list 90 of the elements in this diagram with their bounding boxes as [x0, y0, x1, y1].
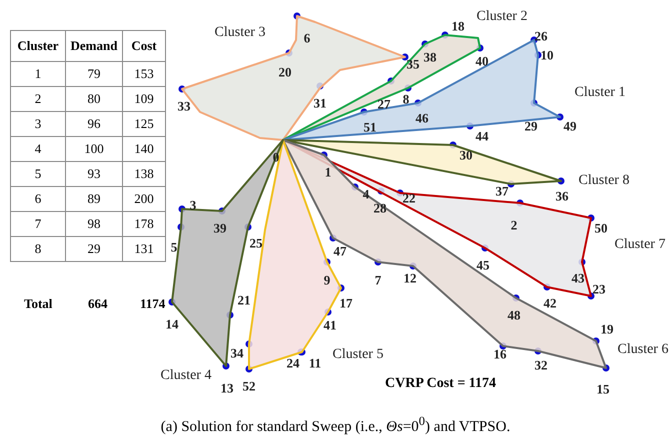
- total-value: 1174: [140, 296, 166, 312]
- customer-number: 14: [166, 318, 178, 330]
- customer-number: 52: [242, 380, 256, 392]
- table-cell: 2: [10, 86, 66, 112]
- customer-number: 6: [304, 32, 310, 44]
- table-cell: 138: [122, 162, 166, 186]
- table-cell: 109: [122, 86, 166, 112]
- cluster-label: Cluster 6: [618, 342, 668, 358]
- customer-number: 42: [544, 296, 556, 310]
- customer-number: 2: [510, 218, 518, 232]
- cluster-label: Cluster 5: [332, 347, 384, 363]
- table-cell: 125: [122, 112, 166, 136]
- total-value: 664: [88, 296, 108, 312]
- customer-number: 35: [406, 58, 420, 70]
- customer-number: 29: [524, 120, 538, 132]
- customer-number: 28: [374, 202, 386, 214]
- customer-number: 41: [324, 318, 336, 332]
- customer-number: 39: [214, 222, 226, 234]
- table-cell: 6: [10, 186, 66, 212]
- total-label: Total: [24, 296, 52, 312]
- table-cell: 5: [10, 162, 66, 186]
- customer-number: 36: [556, 190, 568, 202]
- table-cell: 1: [10, 62, 66, 86]
- cluster-label: Cluster 1: [574, 85, 626, 101]
- customer-number: 33: [178, 100, 190, 112]
- customer-number: 51: [364, 120, 376, 134]
- table-header: Cluster: [10, 30, 66, 62]
- customer-number: 46: [416, 112, 428, 124]
- customer-number: 7: [374, 274, 382, 286]
- customer-number: 16: [494, 348, 506, 360]
- customer-number: 20: [278, 66, 292, 78]
- customer-number: 38: [424, 50, 436, 64]
- customer-number: 19: [600, 322, 614, 336]
- cluster-label: Cluster 2: [476, 9, 528, 25]
- customer-number: 48: [508, 308, 520, 322]
- table-cell: 96: [66, 112, 122, 136]
- table-header: Cost: [122, 30, 166, 62]
- customer-number: 37: [496, 184, 508, 198]
- table-cell: 7: [10, 212, 66, 236]
- customer-number: 24: [286, 356, 300, 370]
- table-cell: 178: [122, 212, 166, 236]
- customer-number: 22: [402, 192, 416, 204]
- cluster-label: Cluster 4: [160, 368, 212, 384]
- customer-number: 45: [476, 258, 490, 272]
- customer-number: 21: [238, 294, 250, 306]
- table-cell: 29: [66, 236, 122, 262]
- customer-number: 25: [250, 236, 262, 250]
- customer-number: 11: [308, 356, 322, 370]
- table-cell: 93: [66, 162, 122, 186]
- customer-number: 5: [170, 240, 178, 254]
- customer-number: 31: [314, 96, 326, 110]
- cluster-label: Cluster 7: [614, 237, 666, 253]
- table-cell: 200: [122, 186, 166, 212]
- customer-number: 23: [592, 282, 606, 296]
- customer-number: 8: [402, 92, 410, 106]
- customer-number: 18: [452, 20, 464, 32]
- table-cell: 131: [122, 236, 166, 262]
- customer-number: 30: [460, 148, 472, 162]
- customer-number: 43: [572, 272, 584, 284]
- table-cell: 3: [10, 112, 66, 136]
- table-header: Demand: [66, 30, 122, 62]
- customer-number: 15: [596, 382, 610, 396]
- customer-number: 40: [476, 54, 488, 68]
- table-cell: 140: [122, 136, 166, 162]
- table-cell: 4: [10, 136, 66, 162]
- table-cell: 89: [66, 186, 122, 212]
- figure-caption: (a) Solution for standard Sweep (i.e., Θs=0$^{0}$) and VTPSO.: [160, 414, 512, 436]
- customer-number: 12: [404, 272, 416, 284]
- table-cell: 100: [66, 136, 122, 162]
- cost-note: CVRP Cost = 1174: [385, 376, 496, 392]
- cluster-label: Cluster 8: [578, 173, 630, 189]
- customer-number: 49: [564, 120, 576, 132]
- table-cell: 98: [66, 212, 122, 236]
- table-cell: 153: [122, 62, 166, 86]
- customer-number: 32: [534, 358, 548, 372]
- customer-number: 9: [324, 274, 330, 286]
- customer-number: 50: [594, 222, 608, 234]
- customer-number: 13: [220, 382, 234, 394]
- cluster-label: Cluster 3: [214, 25, 266, 41]
- customer-number: 10: [540, 48, 554, 62]
- table-cell: 80: [66, 86, 122, 112]
- customer-number: 44: [476, 130, 488, 142]
- customer-number: 47: [334, 244, 346, 258]
- table-cell: 8: [10, 236, 66, 262]
- customer-number: 1: [324, 166, 332, 178]
- customer-number: 27: [378, 98, 390, 110]
- customer-number: 26: [534, 30, 548, 42]
- customer-number: 17: [340, 296, 352, 310]
- table-cell: 79: [66, 62, 122, 86]
- customer-number: 34: [230, 346, 244, 360]
